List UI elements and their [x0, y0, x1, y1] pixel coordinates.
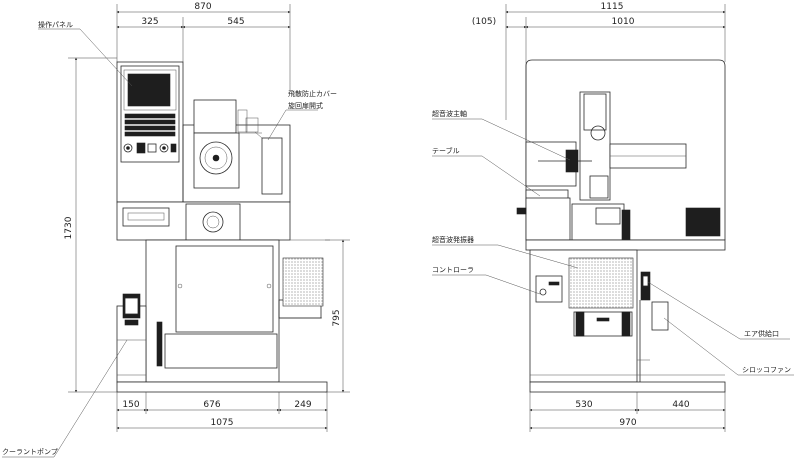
- dim-side-top-offset: (105): [472, 17, 496, 27]
- controller-box: [535, 275, 563, 303]
- sirocco-fan: [651, 301, 669, 331]
- dim-front-top-total: 870: [194, 2, 211, 12]
- side-view: 1115 (105) 1010: [432, 2, 794, 432]
- dim-side-bottom-left: 530: [575, 400, 592, 410]
- dim-side-bottom-total: 970: [619, 418, 636, 428]
- label-controller: コントローラ: [432, 266, 474, 274]
- side-spindle-body: [565, 149, 579, 173]
- side-base: [529, 381, 726, 393]
- label-table: テーブル: [432, 146, 460, 155]
- front-rotary-table: [199, 141, 233, 175]
- front-lower-door: [175, 245, 274, 333]
- label-ultrasonic-oscillator: 超音波発振器: [432, 235, 474, 244]
- ultrasonic-oscillator-box: [568, 257, 634, 309]
- dim-side-bottom-right: 440: [672, 400, 689, 410]
- dim-front-bottom-right: 249: [294, 400, 311, 410]
- front-lower-cabinet: [145, 239, 280, 383]
- label-operation-panel: 操作パネル: [38, 20, 73, 29]
- front-bottom-dimensions: 150 676 249 1075: [116, 392, 328, 432]
- side-work-box: [525, 197, 571, 241]
- operation-screen: [127, 73, 171, 107]
- dim-front-top-right: 545: [227, 17, 244, 27]
- dim-front-bottom-mid: 676: [203, 400, 220, 410]
- front-lower-height-dimension: 795: [325, 239, 350, 393]
- side-cabinet-vent: [685, 207, 721, 237]
- front-view: 870 325 545 1730 795: [2, 2, 350, 458]
- side-enclosure: [525, 59, 726, 240]
- dim-front-bottom-total: 1075: [211, 418, 234, 428]
- front-height-dimension: 1730: [64, 57, 117, 393]
- side-drawer: [573, 311, 633, 337]
- dim-front-top-left: 325: [141, 17, 158, 27]
- operation-keypad: [124, 113, 176, 137]
- splash-cover: [261, 137, 283, 195]
- front-top-dimensions: 870 325 545: [116, 2, 291, 90]
- label-sirocco-fan: シロッコファン: [742, 366, 791, 374]
- label-air-supply: エア供給口: [744, 329, 779, 338]
- label-coolant-pump: クーラントポンプ: [2, 448, 58, 456]
- dim-front-lower-height: 795: [332, 309, 342, 326]
- dim-side-top-total: 1115: [601, 2, 624, 12]
- front-base: [116, 381, 328, 393]
- operation-screen-frame: [123, 69, 177, 111]
- front-handle: [156, 321, 163, 367]
- dim-front-bottom-left: 150: [122, 400, 139, 410]
- front-spindle-head: [193, 99, 237, 134]
- front-coolant-tank: [282, 257, 324, 307]
- dim-front-height: 1730: [64, 216, 74, 239]
- label-rotary-door: 旋回扉開式: [288, 101, 323, 110]
- label-ultrasonic-spindle: 超音波主軸: [432, 109, 467, 118]
- side-bottom-dimensions: 530 440 970: [529, 392, 726, 432]
- coolant-tank-left: [116, 305, 147, 383]
- label-splash-cover: 飛散防止カバー: [288, 89, 337, 98]
- operation-buttons: [123, 142, 177, 154]
- dim-side-top-main: 1010: [612, 17, 635, 27]
